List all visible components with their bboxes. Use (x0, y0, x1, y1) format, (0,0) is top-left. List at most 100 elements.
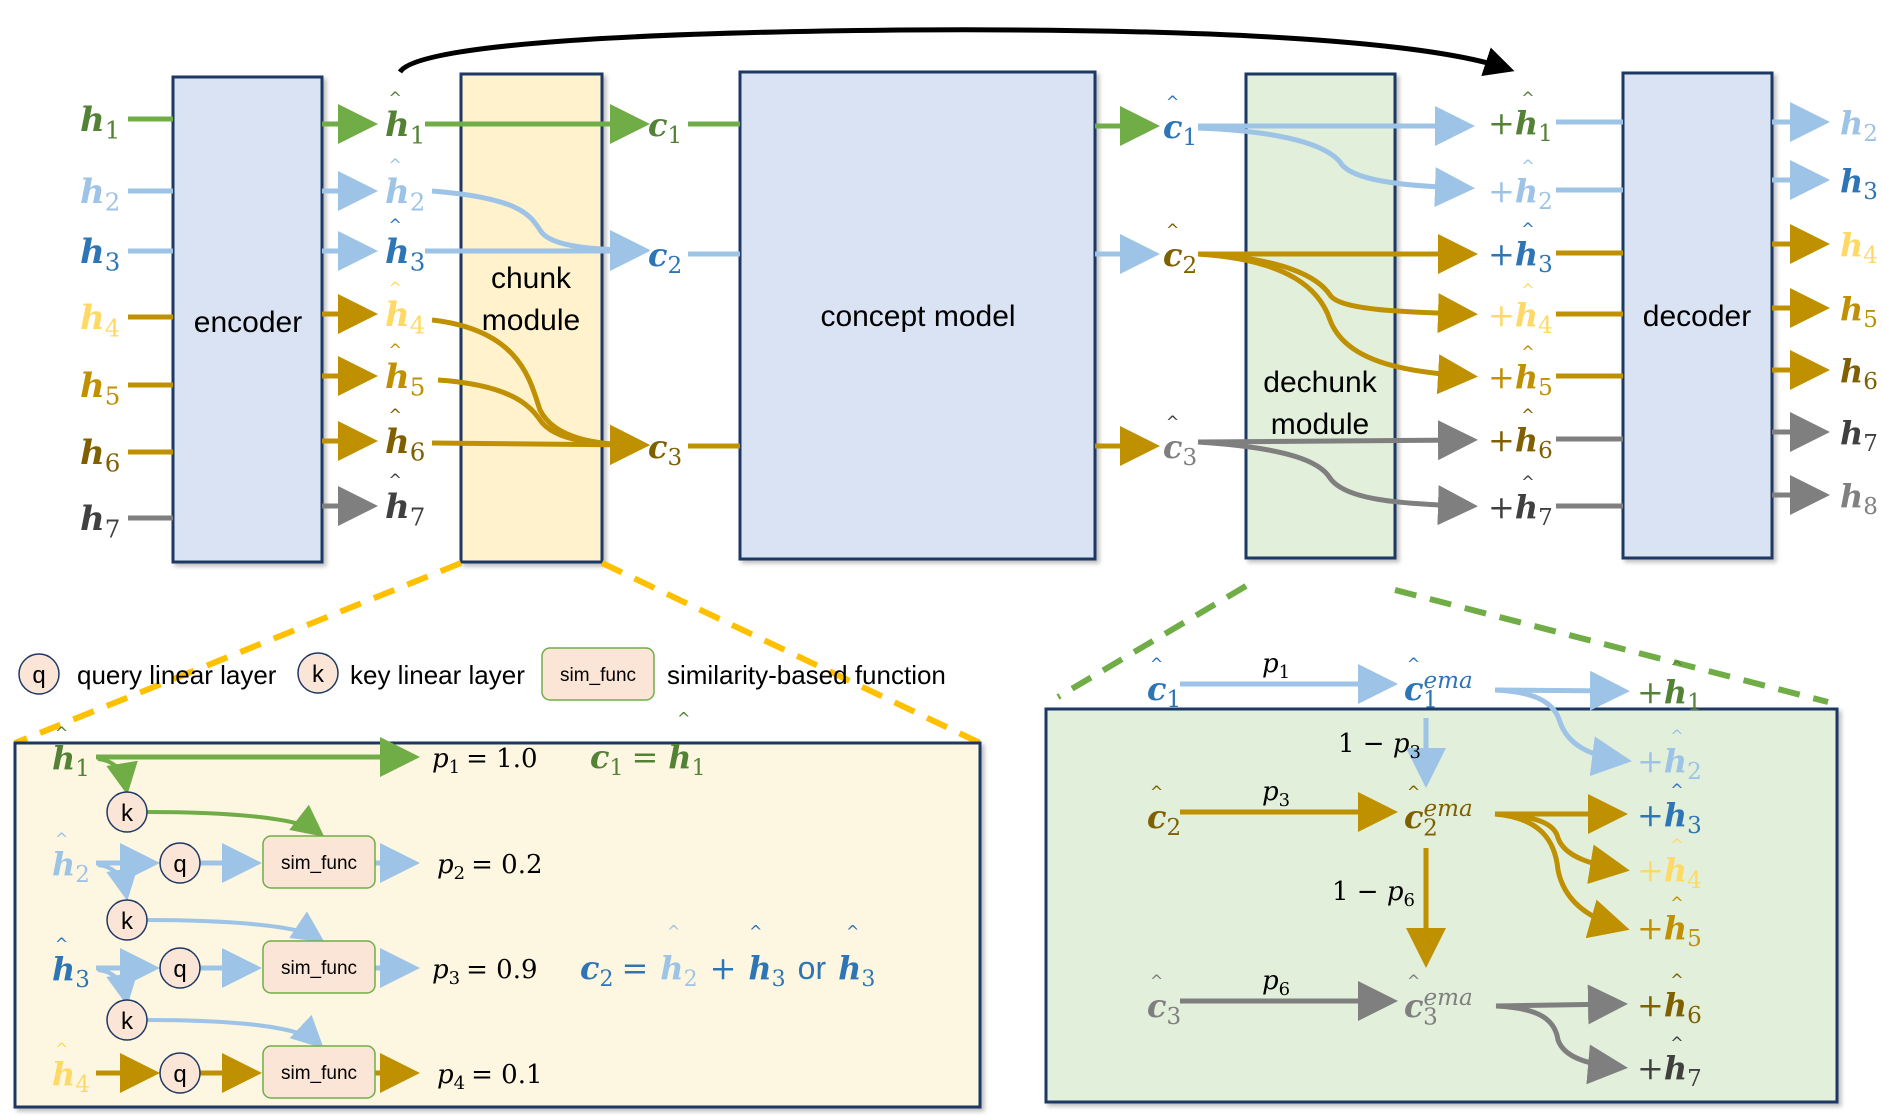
dechunked-label-h1: +h1^ (1488, 89, 1553, 147)
symbol: h (385, 172, 410, 212)
hat-icon: ^ (1670, 658, 1683, 677)
input-label-h4: h4 (80, 298, 120, 342)
output-label-h4: h4 (1840, 226, 1878, 269)
dechunk-panel-input-c3-hat: c3^ (1147, 972, 1181, 1030)
subscript: 2 (75, 862, 90, 888)
symbol: c (1163, 108, 1182, 146)
hat-icon: ^ (1521, 220, 1534, 239)
hat-icon: ^ (1521, 473, 1534, 492)
decoder-box (1621, 71, 1774, 560)
subscript: 4 (410, 310, 426, 339)
hat-icon: ^ (1166, 93, 1179, 112)
symbol: c (1404, 670, 1423, 708)
subscript: 3 (1538, 252, 1553, 278)
symbol: h (385, 295, 410, 335)
hat-icon: ^ (1670, 894, 1683, 913)
subscript: 4 (1538, 313, 1553, 339)
chunk-zoom-connector-left (13, 560, 463, 746)
svg-text:p1: p1 (1262, 649, 1290, 683)
subscript: 4 (75, 1072, 90, 1098)
node-symbol: k (121, 800, 134, 827)
hat-icon: ^ (1670, 971, 1683, 990)
symbol: c (1404, 987, 1423, 1025)
svg-text:c1: c1 (1163, 108, 1197, 151)
subscript: 1 (1182, 125, 1197, 151)
node-symbol: q (32, 662, 45, 689)
concept-out-label-c1-hat: c1^ (1163, 93, 1197, 151)
sim-func-text: sim_func (281, 853, 357, 874)
subscript: 3 (1166, 1004, 1181, 1030)
plus-sign: + (1637, 1049, 1664, 1087)
subscript: 5 (410, 372, 426, 401)
svg-text:h7: h7 (385, 487, 425, 531)
edge-label-p3: p3 (1262, 777, 1290, 811)
hat-icon: ^ (388, 216, 401, 235)
dechunk-module-box (1244, 72, 1397, 560)
chunk-route-h6-c3 (431, 424, 650, 465)
subscript: 3 (75, 967, 90, 993)
symbol: h (385, 487, 410, 527)
key-node-2: k (106, 899, 148, 941)
hat-icon: ^ (388, 279, 401, 298)
symbol: h (1664, 1049, 1687, 1087)
output-label-h2: h2 (1840, 104, 1878, 147)
subscript: 1 (667, 123, 682, 149)
h2-to-k-arrow (97, 863, 138, 901)
svg-text:+h7: +h7 (1637, 1049, 1702, 1092)
subscript: 3 (1863, 179, 1878, 205)
svg-text:sim_func: sim_func (560, 665, 636, 686)
plus-sign: + (1488, 235, 1515, 273)
legend-sim-func-icon: sim_func (541, 647, 655, 701)
node-symbol: k (121, 1008, 134, 1035)
svg-text:h3: h3 (385, 232, 425, 276)
dechunked-label-h3: +h3^ (1488, 220, 1553, 278)
subscript: 7 (1538, 505, 1553, 531)
key-node-3: k (106, 999, 148, 1041)
svg-text:p1= 1.0: p1= 1.0 (432, 744, 538, 778)
svg-text:c2: c2 (1163, 236, 1197, 279)
hat-icon: ^ (1166, 413, 1179, 432)
prob-label-p2: p2= 0.2 (437, 850, 543, 884)
legend-key-icon: k (297, 652, 339, 694)
h3-to-k-arrow (97, 968, 138, 1006)
subscript: 6 (1863, 369, 1878, 395)
svg-text:+h1: +h1 (1637, 673, 1702, 716)
concept-model-label: concept model (820, 300, 1015, 333)
svg-text:+h1: +h1 (1488, 104, 1553, 147)
subscript: 4 (105, 313, 121, 342)
output-label-h8: h8 (1840, 477, 1878, 520)
symbol: h (80, 499, 105, 539)
hat-icon: ^ (1521, 343, 1534, 362)
subscript: 6 (1687, 1003, 1702, 1029)
symbol: h (80, 298, 105, 338)
svg-text:c3: c3 (648, 428, 682, 471)
encoded-label-h7-hat: h7^ (385, 471, 425, 532)
svg-text:+h3: +h3 (1637, 796, 1702, 839)
legend-query-text: query linear layer (77, 660, 277, 690)
svg-text:h3: h3 (80, 232, 120, 276)
dechunked-label-h7: +h7^ (1488, 473, 1553, 531)
ema2-to-h5-arrow (1494, 811, 1630, 939)
subscript: 5 (105, 381, 121, 410)
symbol: h (1515, 235, 1538, 273)
svg-text:1 − p3: 1 − p3 (1338, 729, 1421, 763)
subscript: 1 (410, 120, 426, 149)
subscript: 5 (1538, 375, 1553, 401)
svg-text:h3: h3 (52, 950, 90, 993)
symbol: c (1147, 987, 1166, 1025)
symbol: h (80, 433, 105, 473)
symbol: h (1664, 986, 1687, 1024)
subscript: 7 (410, 502, 426, 531)
dechunked-label-h6: +h6^ (1488, 406, 1553, 464)
encoded-label-h2-hat: h2^ (385, 156, 425, 217)
hat-icon: ^ (846, 922, 859, 941)
symbol: h (1840, 477, 1863, 515)
sim-func-text: sim_func (281, 1063, 357, 1084)
svg-text:h2: h2 (52, 845, 90, 888)
svg-text:h5: h5 (1840, 290, 1878, 333)
